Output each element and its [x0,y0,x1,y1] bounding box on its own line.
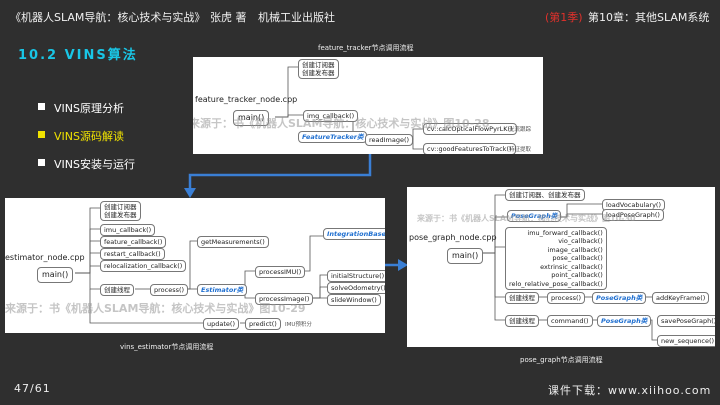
est-main-box: main() [37,267,74,283]
est-class-box: Estimator类 [197,284,248,297]
pg-create-box: 创建订阅器、创建发布器 [505,189,585,202]
ft-good-note: 特征提取 [509,147,532,153]
ft-readimage: readImage() [365,134,414,147]
menu-item-install[interactable]: VINS安装与运行 [38,156,135,172]
chapter-label: 第10章：其他SLAM系统 [588,11,710,24]
est-imu-note: IMU预积分 [285,322,312,328]
est-cb-reloc: relocalization_callback() [100,260,187,273]
ft-class-box: FeatureTracker类 [298,131,368,144]
pg-cb-image: image_callback() [547,245,603,254]
ft-main-box: main() [233,110,270,126]
feature-tracker-caption: feature_tracker节点调用流程 [318,44,414,52]
ft-create-sub: 创建订阅器 [302,61,335,69]
est-create-thread: 创建线程 [100,284,134,297]
download-link[interactable]: 课件下载：www.xiihoo.com [548,384,712,397]
pg-cb-vio: vio_callback() [558,237,603,246]
pg-cb-extrinsic: extrinsic_callback() [540,262,603,271]
pg-process: process() [547,292,586,305]
section-title: 10.2 VINS算法 [18,48,138,63]
estimator-diagram: estimator_node.cpp main() 创建订阅器 创建发布器 im… [5,198,385,333]
ft-create-box: 创建订阅器 创建发布器 [298,59,339,80]
est-cb-feature: feature_callback() [100,236,167,249]
pg-class-box: PoseGraph类 [507,210,562,223]
menu-item-source[interactable]: VINS源码解读 [38,128,135,144]
est-create-box: 创建订阅器 创建发布器 [100,201,141,222]
est-slide: slideWindow() [327,294,381,307]
pg-cb-point: point_callback() [551,271,603,280]
page-number: 47/61 [14,382,51,395]
author: 张虎 著 [210,11,247,24]
est-process: process() [150,284,189,297]
pose-graph-connectors [482,194,657,341]
est-cb-imu: imu_callback() [100,224,156,237]
ft-calc-note: 光流跟踪 [509,127,532,133]
est-initial: initialStructure() [327,270,385,283]
season-label: (第1季) [545,11,583,24]
pg-cb-imu-forward: imu_forward_callback() [527,229,603,237]
pg-thread2: 创建线程 [505,315,539,328]
topic-menu: VINS原理分析 VINS源码解读 VINS安装与运行 [38,100,135,184]
book-title: 《机器人SLAM导航：核心技术与实战》 [10,11,206,24]
est-create-sub: 创建订阅器 [104,203,137,211]
ft-node-file: feature_tracker_node.cpp [195,95,298,104]
pg-addkeyframe: addKeyFrame() [652,292,710,305]
ft-create-pub: 创建发布器 [302,69,335,78]
est-solve: solveOdometry() [327,282,385,295]
est-node-file: estimator_node.cpp [5,253,85,262]
est-create-pub: 创建发布器 [104,211,137,220]
est-predict: predict() [245,318,281,331]
pg-node-file: pose_graph_node.cpp [409,233,497,242]
est-update: update() [203,318,239,331]
publisher: 机械工业出版社 [258,11,335,24]
pg-newseq: new_sequence() [657,335,715,347]
ft-calc-box: cv::calcOpticalFlowPyrLK() [423,123,517,136]
ft-img-callback: img_callback() [303,110,359,123]
pg-thread1: 创建线程 [505,292,539,305]
pg-class-box-3: PoseGraph类 [597,315,652,328]
est-cb-restart: restart_callback() [100,248,165,261]
pg-command: command() [547,315,593,328]
pg-loadposegraph: loadPoseGraph() [602,209,664,222]
pg-saveposegraph: savePoseGraph() [657,315,715,328]
menu-item-principle[interactable]: VINS原理分析 [38,100,135,116]
pg-callbacks-box: imu_forward_callback() vio_callback() im… [505,227,607,291]
pg-class-box-2: PoseGraph类 [592,292,647,305]
est-processimu: processIMU() [255,266,306,279]
est-getmeasurements: getMeasurements() [197,236,269,249]
pg-main-box: main() [447,248,484,264]
ft-good-box: cv::goodFeaturesToTrack() [423,143,516,154]
pose-graph-caption: pose_graph节点调用流程 [520,356,603,364]
estimator-caption: vins_estimator节点调用流程 [120,343,214,351]
estimator-connectors [75,207,327,324]
pose-graph-diagram: 创建订阅器、创建发布器 PoseGraph类 loadVocabulary() … [407,187,715,347]
pg-cb-pose: pose_callback() [552,254,603,263]
est-processimage: processImage() [255,293,314,306]
pg-cb-relo: relo_relative_pose_callback() [509,279,603,288]
est-integration-box: IntegrationBase类 [323,228,385,241]
